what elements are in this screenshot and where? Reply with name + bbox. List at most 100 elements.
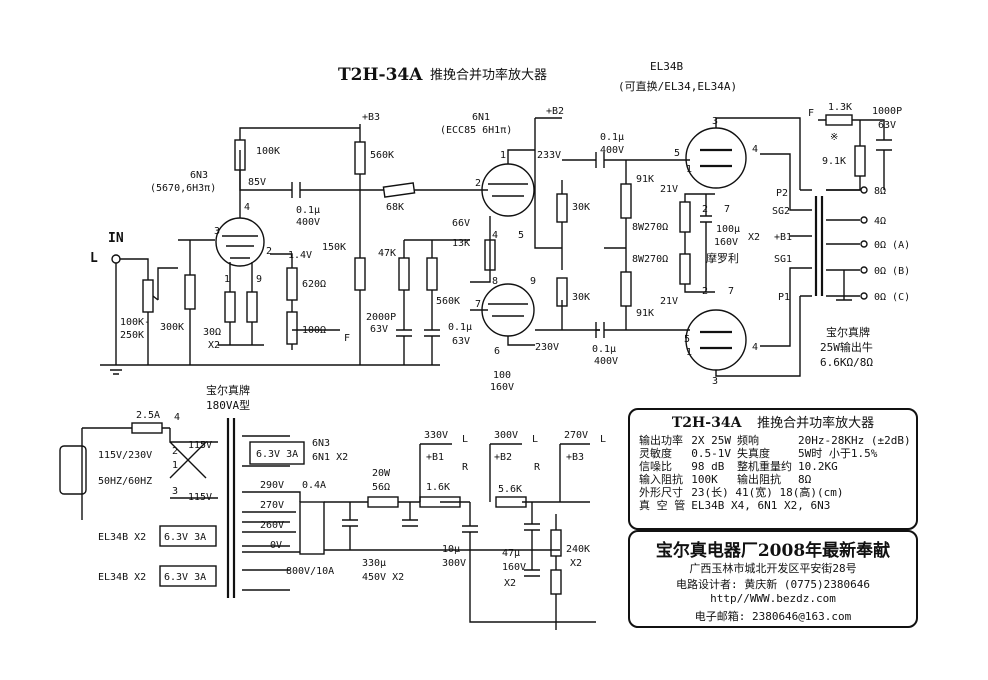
svg-text:560K: 560K xyxy=(370,150,394,161)
svg-text:180VA型: 180VA型 xyxy=(206,398,250,412)
svg-text:0.1μ: 0.1μ xyxy=(296,205,320,216)
svg-text:7: 7 xyxy=(724,204,730,215)
svg-text:240K: 240K xyxy=(566,544,590,555)
tube-6n1-bot xyxy=(481,283,535,337)
svg-text:1: 1 xyxy=(500,150,506,161)
svg-text:30K: 30K xyxy=(572,202,590,213)
r560k-ps xyxy=(354,141,366,175)
svg-text:30K: 30K xyxy=(572,292,590,303)
svg-text:EL34B X2: EL34B X2 xyxy=(98,532,146,543)
svg-text:SG1: SG1 xyxy=(774,254,792,265)
svg-text:10μ: 10μ xyxy=(442,544,460,555)
svg-text:91K: 91K xyxy=(636,308,654,319)
svg-text:8W270Ω: 8W270Ω xyxy=(632,254,668,265)
svg-text:620Ω: 620Ω xyxy=(302,279,326,290)
input-jack xyxy=(111,254,121,264)
svg-text:2: 2 xyxy=(172,446,178,457)
svg-text:100K-: 100K- xyxy=(120,317,150,328)
svg-text:6N3: 6N3 xyxy=(312,438,330,449)
svg-text:+B2: +B2 xyxy=(494,452,512,463)
svg-text:2.5A: 2.5A xyxy=(136,410,160,421)
svg-text:9.1K: 9.1K xyxy=(822,156,846,167)
svg-text:7: 7 xyxy=(475,299,481,310)
svg-text:宝尔真牌: 宝尔真牌 xyxy=(206,383,250,397)
tube-el34-bot xyxy=(685,309,747,371)
svg-text:3: 3 xyxy=(214,226,220,237)
svg-text:68K: 68K xyxy=(386,202,404,213)
svg-text:330μ: 330μ xyxy=(362,558,386,569)
spk-tap-4: 4Ω xyxy=(874,216,886,227)
svg-text:P1: P1 xyxy=(778,292,790,303)
r150k xyxy=(354,257,366,291)
svg-text:1: 1 xyxy=(224,274,230,285)
svg-text:100Ω: 100Ω xyxy=(302,325,326,336)
maker-email: 电子邮箱: 2380646@163.com xyxy=(694,610,852,623)
svg-text:4: 4 xyxy=(752,144,758,155)
svg-text:150K: 150K xyxy=(322,242,346,253)
svg-text:2: 2 xyxy=(702,204,708,215)
svg-text:63V: 63V xyxy=(878,120,896,131)
svg-text:1.6K: 1.6K xyxy=(426,482,450,493)
svg-text:0.1μ: 0.1μ xyxy=(600,132,624,143)
maker-website: http//WWW.bezdz.com xyxy=(710,592,836,605)
svg-text:5: 5 xyxy=(674,148,680,159)
svg-text:L: L xyxy=(532,434,538,445)
svg-text:400V: 400V xyxy=(600,145,624,156)
svg-text:1.4V: 1.4V xyxy=(288,250,312,261)
svg-text:4: 4 xyxy=(752,342,758,353)
svg-text:+B1: +B1 xyxy=(774,232,792,243)
svg-text:270V: 270V xyxy=(564,430,588,441)
svg-text:6: 6 xyxy=(494,346,500,357)
svg-text:100: 100 xyxy=(493,370,511,381)
svg-text:X2: X2 xyxy=(570,558,582,569)
svg-text:6N3: 6N3 xyxy=(190,170,208,181)
svg-text:115V/230V: 115V/230V xyxy=(98,450,152,461)
svg-text:1: 1 xyxy=(172,460,178,471)
svg-text:66V: 66V xyxy=(452,218,470,229)
svg-text:115V: 115V xyxy=(188,440,212,451)
svg-text:6.3V 3A: 6.3V 3A xyxy=(256,449,298,460)
svg-text:160V: 160V xyxy=(502,562,526,573)
svg-text:※: ※ xyxy=(830,132,838,143)
spec-heading: T2H-34A 推挽合并功率放大器 xyxy=(671,415,875,431)
in-label: IN xyxy=(108,231,124,246)
svg-text:X2: X2 xyxy=(208,340,220,351)
svg-text:330V: 330V xyxy=(424,430,448,441)
spk-tap-8: 8Ω xyxy=(874,186,886,197)
title-model: T2H-34A xyxy=(338,65,423,85)
svg-text:47K: 47K xyxy=(378,248,396,259)
svg-text:L: L xyxy=(462,434,468,445)
svg-text:47μ: 47μ xyxy=(502,548,520,559)
svg-text:230V: 230V xyxy=(535,342,559,353)
svg-text:4: 4 xyxy=(174,412,180,423)
svg-text:300K: 300K xyxy=(160,322,184,333)
svg-text:3: 3 xyxy=(172,486,178,497)
svg-text:X2: X2 xyxy=(748,232,760,243)
svg-text:P2: P2 xyxy=(776,188,788,199)
svg-text:1: 1 xyxy=(686,164,692,175)
svg-text:2: 2 xyxy=(475,178,481,189)
tube-6n1-top xyxy=(481,163,535,217)
svg-text:85V: 85V xyxy=(248,177,266,188)
svg-text:X2: X2 xyxy=(504,578,516,589)
svg-text:4: 4 xyxy=(244,202,250,213)
svg-text:6.3V 3A: 6.3V 3A xyxy=(164,532,206,543)
svg-text:160V: 160V xyxy=(714,237,738,248)
svg-text:300V: 300V xyxy=(442,558,466,569)
svg-text:100K: 100K xyxy=(256,146,280,157)
svg-text:0.4A: 0.4A xyxy=(302,480,326,491)
svg-text:0.1μ: 0.1μ xyxy=(592,344,616,355)
maker-name: 宝尔真电器厂2008年最新奉献 xyxy=(655,541,891,561)
mains-socket xyxy=(59,445,87,495)
svg-text:8W270Ω: 8W270Ω xyxy=(632,222,668,233)
svg-text:63V: 63V xyxy=(370,324,388,335)
svg-text:1.3K: 1.3K xyxy=(828,102,852,113)
svg-text:5.6K: 5.6K xyxy=(498,484,522,495)
svg-text:R: R xyxy=(462,462,469,473)
